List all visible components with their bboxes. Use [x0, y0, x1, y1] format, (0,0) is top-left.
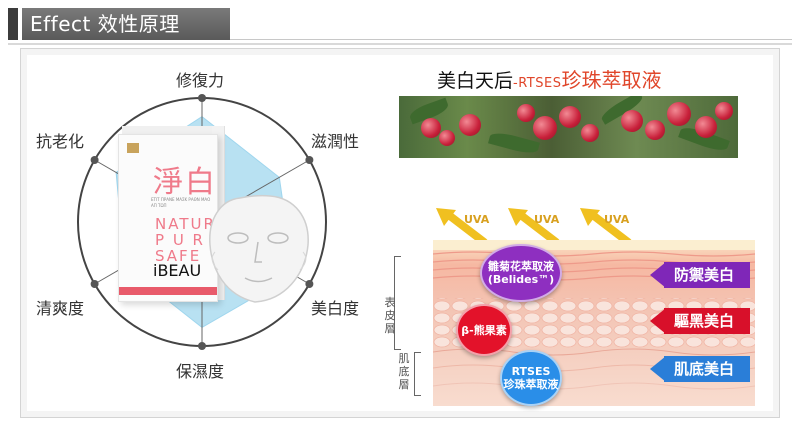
section-header: Effect 效性原理 [8, 8, 792, 45]
ingredient-bubble-belides: 雛菊花萃取液 (Belides™) [480, 244, 562, 302]
ingredient-bubble-rtses: RTSES 珍珠萃取液 [500, 350, 562, 406]
radar-axis-dot [90, 156, 99, 164]
uva-arrow-1 [436, 208, 488, 246]
layer-label-epidermis: 表皮層 [384, 296, 396, 335]
header-accent-block [8, 8, 18, 40]
radar-label-hydration: 保濕度 [176, 362, 225, 381]
product-box-stripe [119, 287, 217, 295]
section-title: Effect 效性原理 [22, 8, 230, 40]
uva-label-3: UVA [604, 213, 630, 226]
radar-axis-dot [198, 342, 206, 350]
bubble-arbutin-line1: β-熊果素 [461, 323, 507, 337]
product-box-top [122, 126, 224, 136]
radar-axis-dot [305, 280, 314, 288]
bubble-belides-line2: (Belides™) [487, 273, 555, 286]
product-box-brand: iBEAU [153, 261, 202, 280]
layer-label-dermis: 肌底層 [398, 352, 410, 391]
brand-emblem [127, 143, 139, 153]
uva-arrow-3 [580, 208, 632, 246]
ingredient-bubble-arbutin: β-熊果素 [456, 304, 512, 356]
ingredient-title-main: 美白天后 [437, 70, 514, 92]
radar-axis-dot [305, 156, 314, 164]
ingredient-title-accent: 珍珠萃取液 [561, 68, 662, 92]
uva-arrow-2 [508, 208, 560, 246]
bubble-rtses-line1: RTSES [511, 365, 551, 378]
radar-axis-dot [90, 280, 99, 288]
header-underline [8, 43, 792, 45]
radar-label-repair: 修復力 [176, 71, 225, 90]
tag-dispel-whitening: 驅黑美白 [664, 308, 750, 334]
product-box-fineprint: ΕΤΙΤ ΠΡΑΝΕ ΜΑΣΚ ΡΑΘΝ ΜΑΟ ΑΠ ΤΩΠ [151, 197, 211, 208]
epidermis-bracket [394, 256, 401, 350]
product-box-title: 淨白 [153, 165, 217, 200]
ingredient-title-rtses: -RTSES [513, 76, 562, 91]
header-divider [230, 39, 792, 40]
radar-label-whitening: 美白度 [311, 299, 360, 318]
berry-photo [399, 96, 738, 158]
product-box-word-natural: NATURAL [155, 215, 217, 233]
bubble-rtses-line2: 珍珠萃取液 [503, 378, 559, 391]
uva-label-2: UVA [534, 213, 560, 226]
product-box-word-safe: SAFE [155, 247, 202, 265]
uva-label-1: UVA [464, 213, 490, 226]
product-box-word-pure: P U R [155, 231, 205, 249]
bubble-belides-line1: 雛菊花萃取液 [488, 260, 554, 273]
dermis-bracket [414, 352, 421, 396]
radar-label-antiaging: 抗老化 [36, 132, 85, 151]
face-mask-image [209, 194, 309, 303]
tag-defense-whitening: 防禦美白 [664, 262, 750, 288]
radar-axis-dot [198, 94, 206, 102]
ingredient-title: 美白天后-RTSES珍珠萃取液 [437, 64, 661, 93]
radar-label-refreshing: 清爽度 [36, 299, 85, 318]
radar-label-moisturizing: 滋潤性 [311, 132, 360, 151]
tag-base-whitening: 肌底美白 [664, 356, 750, 382]
